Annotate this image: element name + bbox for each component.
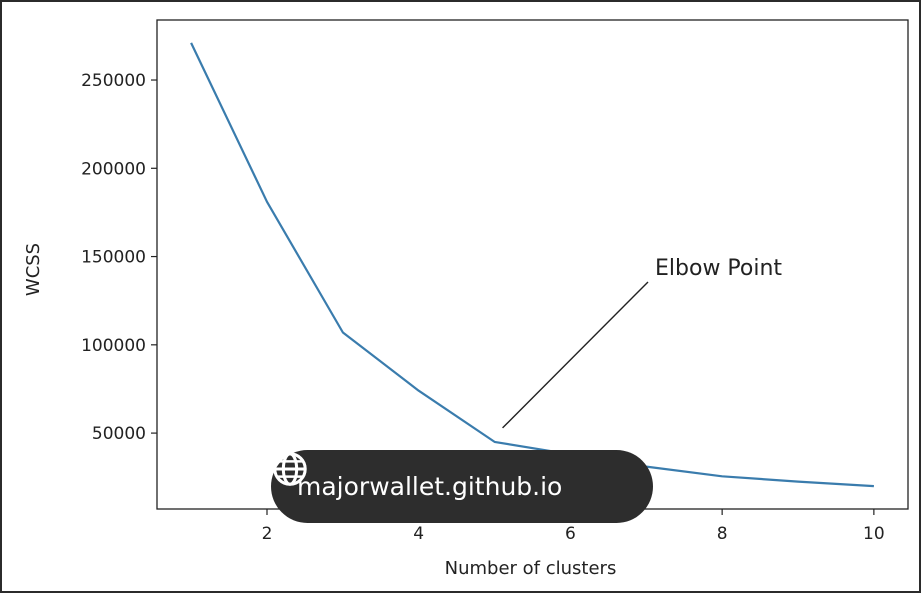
wcss-series-line [190,42,874,488]
y-tick-label: 200000 [81,159,146,179]
annotation-label: Elbow Point [655,256,782,281]
annotation-arrow [502,281,649,429]
badge-text: majorwallet.github.io [297,472,563,501]
x-tick-label: 2 [262,524,273,544]
x-tick-label: 8 [717,524,728,544]
globe-icon [273,452,307,486]
x-axis-label: Number of clusters [445,558,617,579]
x-tick-label: 10 [863,524,885,544]
y-tick-label: 250000 [81,71,146,91]
url-badge[interactable]: majorwallet.github.io [271,450,653,523]
x-tick-label: 4 [413,524,424,544]
plot-area-border [156,19,909,510]
y-tick-label: 100000 [81,336,146,356]
y-tick-label: 50000 [92,424,146,444]
y-tick-label: 150000 [81,248,146,268]
x-tick-label: 6 [565,524,576,544]
y-axis-label: WCSS [23,243,44,296]
